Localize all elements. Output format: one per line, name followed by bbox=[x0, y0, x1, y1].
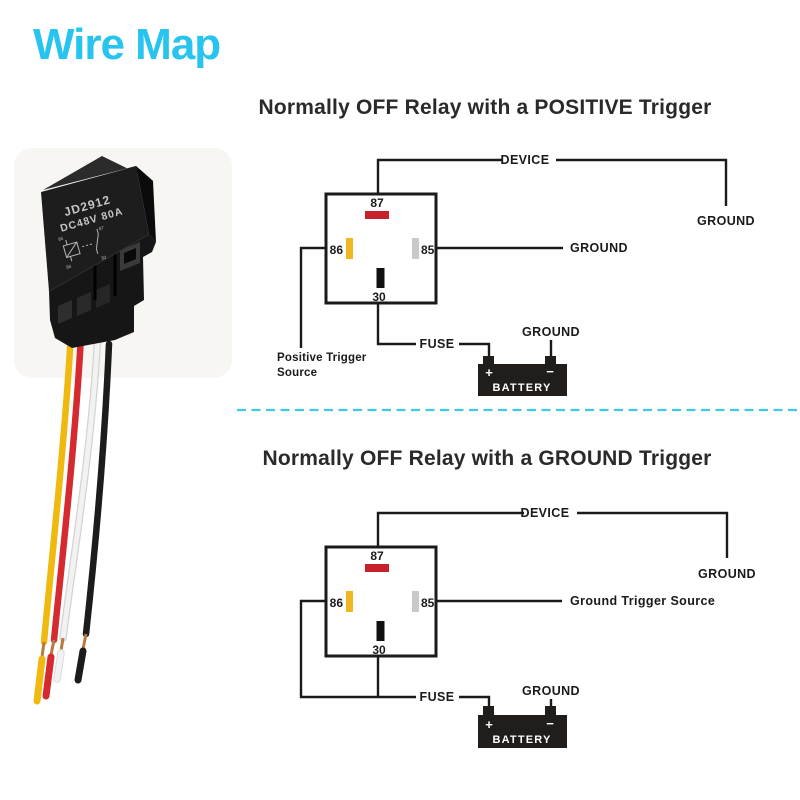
pin-85-terminal bbox=[412, 238, 419, 259]
schematic-coil-box bbox=[62, 241, 81, 259]
battery: + − BATTERY bbox=[478, 706, 567, 748]
battery: + − BATTERY bbox=[478, 356, 567, 396]
battery-positive-terminal bbox=[483, 356, 494, 365]
diagram-positive-trigger: Normally OFF Relay with a POSITIVE Trigg… bbox=[258, 96, 755, 396]
red-wire-cap bbox=[42, 653, 55, 700]
wire-87-to-device bbox=[376, 158, 503, 194]
battery-minus-sign: − bbox=[546, 364, 554, 379]
wire-fuse-to-battery bbox=[459, 695, 491, 706]
pin85-ground-label: GROUND bbox=[570, 241, 628, 255]
white-wire-copper bbox=[59, 637, 65, 652]
device-label: DEVICE bbox=[501, 153, 550, 167]
relay-top-face bbox=[43, 156, 153, 190]
schematic-pin-30: 30 bbox=[101, 255, 108, 261]
relay-wires bbox=[33, 326, 113, 705]
pin-87-label: 87 bbox=[370, 196, 384, 210]
white-wire bbox=[60, 327, 101, 641]
schematic-switch-arm bbox=[95, 233, 99, 249]
diagram1-title: Normally OFF Relay with a POSITIVE Trigg… bbox=[258, 96, 711, 119]
page-title: Wire Map bbox=[33, 20, 221, 69]
relay-socket bbox=[48, 233, 156, 348]
white-wire-cap bbox=[54, 650, 64, 682]
diagram2-title: Normally OFF Relay with a GROUND Trigger bbox=[262, 447, 711, 470]
diagram-ground-trigger: Normally OFF Relay with a GROUND Trigger… bbox=[262, 447, 756, 748]
wire-device-to-ground bbox=[556, 158, 728, 206]
pin-30-terminal bbox=[376, 621, 385, 641]
battery-negative-terminal bbox=[545, 356, 556, 365]
battery-body bbox=[478, 364, 567, 396]
black-wire-copper bbox=[81, 633, 88, 650]
pin-87-terminal bbox=[365, 564, 389, 572]
schematic-pin-87-lead bbox=[96, 228, 99, 234]
relay-schematic: 85 86 87 30 bbox=[58, 225, 108, 270]
ground-trigger-source-label: Ground Trigger Source bbox=[570, 594, 715, 608]
pin-30-label: 30 bbox=[372, 643, 386, 657]
red-wire bbox=[50, 332, 85, 644]
trigger-source-line2: Source bbox=[277, 367, 317, 379]
battery-ground-label: GROUND bbox=[522, 325, 580, 339]
pin-85-label: 85 bbox=[421, 596, 435, 610]
schematic-pin-86: 86 bbox=[66, 264, 73, 270]
yellow-wire bbox=[40, 328, 75, 646]
socket-slot-right-inner bbox=[124, 248, 136, 264]
relay-cube: JD2912 DC48V 80A 85 86 87 30 bbox=[41, 156, 156, 291]
wire-device-to-ground bbox=[577, 511, 729, 558]
battery-body bbox=[478, 715, 567, 748]
pin-85-terminal bbox=[412, 591, 419, 612]
yellow-wire-copper bbox=[40, 641, 46, 658]
schematic-pin-85: 85 bbox=[58, 236, 65, 242]
schematic-pin-85-lead bbox=[65, 239, 68, 245]
socket-slot-1 bbox=[58, 300, 72, 324]
socket-slot-2 bbox=[77, 292, 91, 316]
battery-ground-label: GROUND bbox=[522, 684, 580, 698]
yellow-wire-cap bbox=[33, 655, 46, 705]
battery-negative-terminal bbox=[545, 706, 556, 715]
section-divider bbox=[237, 408, 800, 412]
device-label: DEVICE bbox=[521, 506, 570, 520]
battery-minus-sign: − bbox=[546, 716, 554, 731]
pin-86-label: 86 bbox=[330, 596, 344, 610]
pin-86-label: 86 bbox=[330, 243, 344, 257]
battery-plus-sign: + bbox=[485, 717, 493, 732]
device-ground-label: GROUND bbox=[697, 214, 755, 228]
schematic-coil-diag bbox=[66, 241, 78, 258]
schematic-pin-86-lead bbox=[69, 256, 73, 262]
wire-30-to-fuse bbox=[376, 303, 416, 346]
pin-87-terminal bbox=[365, 211, 389, 219]
schematic-pin-30-lead bbox=[95, 248, 99, 254]
battery-label: BATTERY bbox=[492, 734, 551, 746]
socket-slot-3 bbox=[96, 284, 110, 308]
black-wire-cap bbox=[74, 647, 87, 684]
device-ground-label: GROUND bbox=[698, 567, 756, 581]
relay-right-face bbox=[136, 166, 156, 242]
pin-87-label: 87 bbox=[370, 549, 384, 563]
pin-85-label: 85 bbox=[421, 243, 435, 257]
wire-86-to-fuse bbox=[299, 599, 416, 699]
wire-fuse-to-battery bbox=[459, 342, 491, 356]
pin-30-terminal bbox=[376, 268, 385, 288]
relay-front-face bbox=[41, 166, 149, 291]
pin-30-label: 30 bbox=[372, 290, 386, 304]
relay-photo: JD2912 DC48V 80A 85 86 87 30 bbox=[14, 148, 232, 705]
red-wire-copper bbox=[49, 639, 56, 656]
wire-86-to-trigger bbox=[299, 246, 326, 348]
pin-86-terminal bbox=[346, 591, 353, 612]
fuse-label: FUSE bbox=[420, 690, 455, 704]
schematic-pin-87: 87 bbox=[98, 225, 105, 231]
battery-label: BATTERY bbox=[492, 382, 551, 394]
black-wire bbox=[82, 340, 113, 638]
fuse-label: FUSE bbox=[420, 337, 455, 351]
wire-87-to-device bbox=[376, 511, 524, 547]
pin-86-terminal bbox=[346, 238, 353, 259]
trigger-source-line1: Positive Trigger bbox=[277, 352, 367, 364]
battery-plus-sign: + bbox=[485, 365, 493, 380]
battery-positive-terminal bbox=[483, 706, 494, 715]
schematic-dash-link bbox=[82, 243, 93, 248]
